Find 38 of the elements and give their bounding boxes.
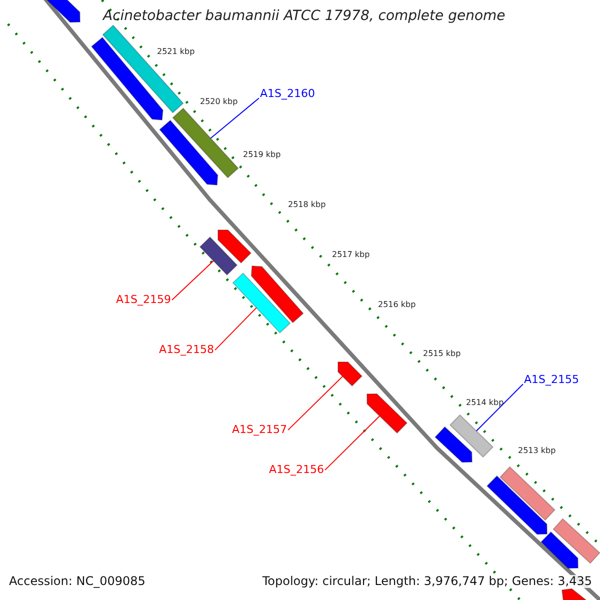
gene-feature <box>486 475 548 535</box>
leader-line <box>476 384 524 432</box>
gene-feature <box>540 531 578 569</box>
gene-label: A1S_2155 <box>524 374 579 386</box>
leader-line <box>214 307 257 351</box>
gene-feature <box>218 230 252 264</box>
gene-feature <box>366 393 408 434</box>
footer-text: Topology: circular; Length: 3,976,747 bp; Genes: 3,435 <box>262 575 592 588</box>
gene-feature <box>159 120 218 186</box>
gene-feature <box>250 265 304 324</box>
gene-label: A1S_2159 <box>116 294 171 306</box>
gene-feature <box>552 518 600 564</box>
gene-label: A1S_2157 <box>232 424 287 436</box>
footer-text: Accession: NC_009085 <box>9 575 146 588</box>
tick-label: 2515 kbp <box>423 350 461 359</box>
tick-label: 2516 kbp <box>378 301 416 310</box>
gene-feature <box>449 414 494 458</box>
tick-label: 2518 kbp <box>288 201 326 210</box>
leader-line <box>172 260 214 301</box>
tick-label: 2517 kbp <box>332 251 370 260</box>
leader-line <box>288 376 344 431</box>
gene-feature <box>172 108 239 178</box>
tick-label: 2521 kbp <box>157 48 195 57</box>
gene-label: A1S_2160 <box>260 88 315 100</box>
leader-line <box>324 416 380 471</box>
title: Acinetobacter baumannii ATCC 17978, complete genome <box>103 9 506 24</box>
gene-feature <box>46 0 80 23</box>
gene-label: A1S_2158 <box>159 344 214 356</box>
gene-feature <box>199 236 238 276</box>
gene-feature <box>434 426 473 463</box>
tick-label: 2514 kbp <box>466 399 504 408</box>
gene-label: A1S_2156 <box>269 464 324 476</box>
tick-label: 2520 kbp <box>200 98 238 107</box>
gene-feature <box>338 362 363 387</box>
leader-line <box>210 98 260 139</box>
gene-feature <box>232 272 291 334</box>
gene-feature <box>500 466 556 521</box>
tick-label: 2513 kbp <box>518 447 556 456</box>
